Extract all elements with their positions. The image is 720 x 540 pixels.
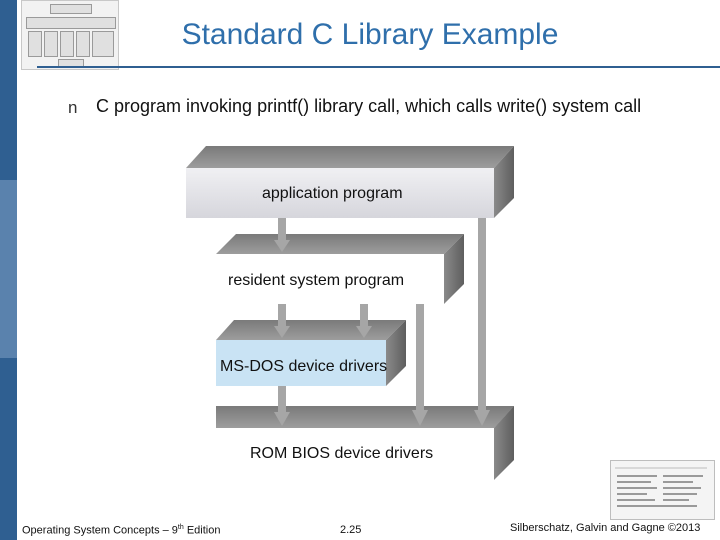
footer-course-prefix: Operating System Concepts – 9 xyxy=(22,524,178,537)
title-rule xyxy=(37,66,720,68)
call-arrows xyxy=(274,218,490,426)
terminal-thumbnail xyxy=(610,460,715,520)
layer-application: application program xyxy=(186,146,514,218)
layer-label-msdos: MS-DOS device drivers xyxy=(220,358,387,375)
layer-label-resident: resident system program xyxy=(228,272,404,289)
arrow-msdos-to-rom xyxy=(278,386,286,414)
arrow-app-to-resident xyxy=(278,218,286,242)
layer-diagram: ROM BIOS device drivers MS-DOS device dr… xyxy=(186,146,514,480)
left-accent-bar xyxy=(0,0,17,540)
footer-course-sup: th xyxy=(177,524,184,531)
slide-title: Standard C Library Example xyxy=(181,18,559,51)
layer-label-application: application program xyxy=(262,185,403,202)
page-number: 2.25 xyxy=(340,524,362,536)
arrow-app-to-rom xyxy=(478,218,486,412)
arrow-resident-to-msdos xyxy=(278,304,286,328)
layer-label-rom-bios: ROM BIOS device drivers xyxy=(250,445,433,462)
layer-resident: resident system program xyxy=(216,234,464,304)
structure-thumbnail xyxy=(21,0,119,70)
layer-msdos: MS-DOS device drivers xyxy=(216,320,406,386)
footer-authors: Silberschatz, Galvin and Gagne ©2013 xyxy=(510,522,701,534)
footer-course-suffix: Edition xyxy=(183,524,221,537)
bullet-marker: n xyxy=(68,98,78,117)
left-accent-segment xyxy=(0,180,17,358)
arrow-app-to-msdos xyxy=(360,304,368,328)
bullet-text: C program invoking printf() library call… xyxy=(96,96,642,116)
layer-rom-bios: ROM BIOS device drivers xyxy=(216,406,514,480)
arrow-resident-to-rom xyxy=(416,304,424,412)
footer-course: Operating System Concepts – 9th Edition xyxy=(22,524,220,537)
